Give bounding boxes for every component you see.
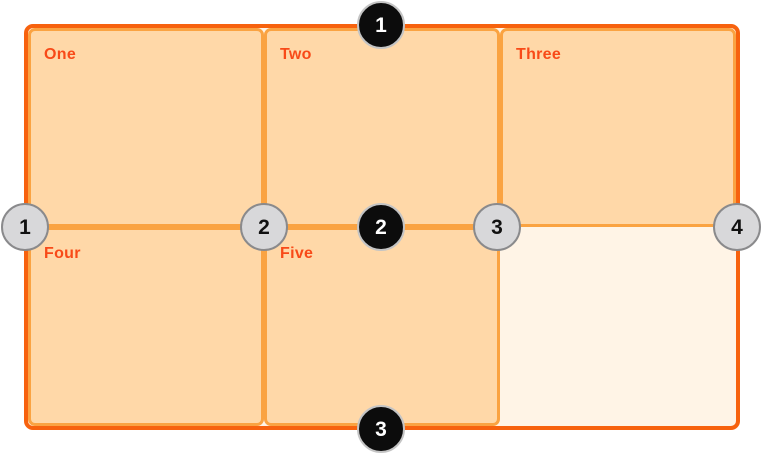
marker-number: 4 — [731, 215, 743, 239]
cell-label-three: Three — [516, 46, 562, 63]
marker-number: 1 — [19, 215, 31, 239]
row-line-marker-3: 3 — [357, 405, 405, 453]
grid-container: One Two Three Four Five — [24, 24, 740, 430]
grid-cell-three: Three — [500, 28, 736, 227]
column-line-marker-2: 2 — [240, 203, 288, 251]
marker-number: 1 — [375, 13, 387, 37]
grid-cell-empty — [500, 227, 736, 426]
cell-label-four: Four — [44, 245, 81, 262]
marker-number: 3 — [375, 417, 387, 441]
marker-number: 2 — [375, 215, 387, 239]
grid-cell-two: Two — [264, 28, 500, 227]
marker-number: 3 — [491, 215, 503, 239]
marker-number: 2 — [258, 215, 270, 239]
grid-cell-one: One — [28, 28, 264, 227]
cell-label-one: One — [44, 46, 77, 63]
row-line-marker-1: 1 — [357, 1, 405, 49]
column-line-marker-3: 3 — [473, 203, 521, 251]
cell-label-two: Two — [280, 46, 312, 63]
column-line-marker-1: 1 — [1, 203, 49, 251]
row-line-marker-2: 2 — [357, 203, 405, 251]
grid-cell-five: Five — [264, 227, 500, 426]
grid-cell-four: Four — [28, 227, 264, 426]
cell-label-five: Five — [280, 245, 314, 262]
column-line-marker-4: 4 — [713, 203, 761, 251]
